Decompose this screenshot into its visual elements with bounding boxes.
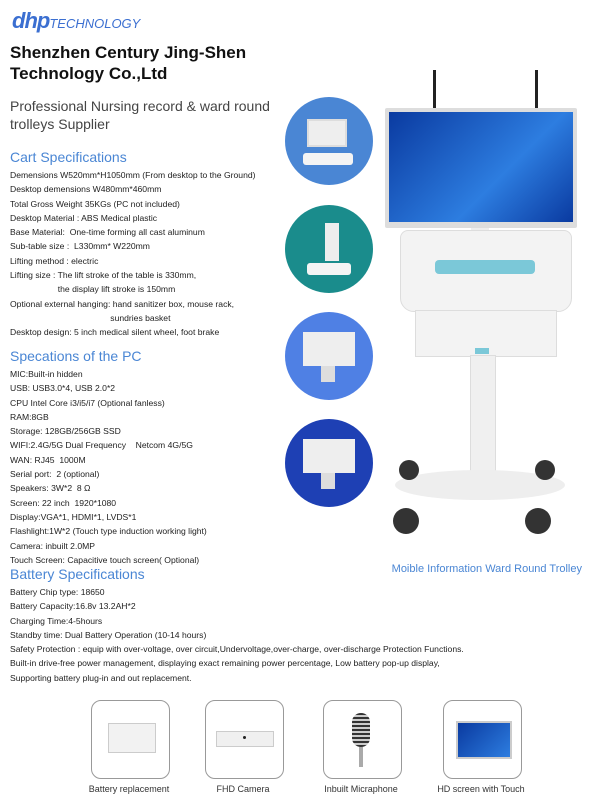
logo-text: TECHNOLOGY <box>49 16 141 31</box>
cart-specs-heading: Cart Specifications <box>10 149 127 165</box>
spec-line: MIC:Built-in hidden <box>10 369 83 379</box>
feature-label: Battery replacement <box>88 784 170 794</box>
spec-line: Base Material: One-time forming all cast… <box>10 227 205 238</box>
rear-view-image <box>285 312 373 400</box>
desk-view-image <box>285 97 373 185</box>
trolley-image <box>385 70 577 550</box>
battery-specs-heading: Battery Specifications <box>10 566 145 582</box>
touch-screen-icon <box>443 700 522 779</box>
spec-line: Display:VGA*1, HDMI*1, LVDS*1 <box>10 511 137 522</box>
spec-line: CPU Intel Core i3/i5/i7 (Optional fanles… <box>10 397 165 408</box>
back-view-image <box>285 419 373 507</box>
spec-line: Supporting battery plug-in and out repla… <box>10 672 192 683</box>
spec-line: Standby time: Dual Battery Operation (10… <box>10 629 207 640</box>
lift-view-image <box>285 205 373 293</box>
spec-line: Desktop design: 5 inch medical silent wh… <box>10 327 220 338</box>
spec-line: RAM:8GB <box>10 411 49 422</box>
spec-line: Safety Protection : equip with over-volt… <box>10 644 464 655</box>
spec-line: USB: USB3.0*4, USB 2.0*2 <box>10 383 116 394</box>
spec-line: Flashlight:1W*2 (Touch type induction wo… <box>10 526 207 537</box>
feature-label: Inbuilt Micraphone <box>324 784 398 794</box>
feature-label: FHD Camera <box>216 784 270 794</box>
spec-line: Desktop demensions W480mm*460mm <box>10 184 162 195</box>
product-caption: Moible Information Ward Round Trolley <box>391 563 582 575</box>
spec-line: Desktop Material : ABS Medical plastic <box>10 212 158 223</box>
feature-label: HD screen with Touch <box>437 784 525 794</box>
spec-line: Lifting size : The lift stroke of the ta… <box>10 270 197 281</box>
spec-line: WAN: RJ45 1000M <box>10 454 86 465</box>
spec-line: Lifting method : electric <box>10 255 99 266</box>
spec-line: WIFI:2.4G/5G Dual Frequency Netcom 4G/5G <box>10 440 193 451</box>
tagline: Professional Nursing record & ward round… <box>10 98 270 132</box>
spec-line: Charging Time:4-5hours <box>10 615 103 626</box>
spec-line: Total Gross Weight 35KGs (PC not include… <box>10 198 180 209</box>
spec-line: Serial port: 2 (optional) <box>10 469 100 480</box>
spec-line: Screen: 22 inch 1920*1080 <box>10 497 117 508</box>
spec-line: Built-in drive-free power management, di… <box>10 658 440 669</box>
pc-specs-heading: Specations of the PC <box>10 348 142 364</box>
spec-line: sundries basket <box>10 312 171 323</box>
spec-line: Camera: inbuilt 2.0MP <box>10 540 96 551</box>
spec-line: the display lift stroke is 150mm <box>10 284 176 295</box>
logo-mark: dhp <box>12 8 50 33</box>
spec-line: Optional external hanging: hand sanitize… <box>10 298 235 309</box>
spec-line: Speakers: 3W*2 8 Ω <box>10 483 91 494</box>
company-name: Shenzhen Century Jing-Shen Technology Co… <box>10 43 247 83</box>
company-logo: dhpTECHNOLOGY <box>12 8 140 34</box>
cart-specs-list: Demensions W520mm*H1050mm (From desktop … <box>10 168 256 340</box>
spec-line: Sub-table size : L330mm* W220mm <box>10 241 150 252</box>
spec-line: Touch Screen: Capacitive touch screen( O… <box>10 554 200 565</box>
battery-pack-icon <box>91 700 170 779</box>
camera-icon <box>205 700 284 779</box>
spec-line: Battery Capacity:16.8v 13.2AH*2 <box>10 601 136 612</box>
spec-line: Battery Chip type: 18650 <box>10 587 105 597</box>
spec-line: Storage: 128GB/256GB SSD <box>10 426 121 437</box>
microphone-icon <box>323 700 402 779</box>
spec-line: Demensions W520mm*H1050mm (From desktop … <box>10 170 256 180</box>
